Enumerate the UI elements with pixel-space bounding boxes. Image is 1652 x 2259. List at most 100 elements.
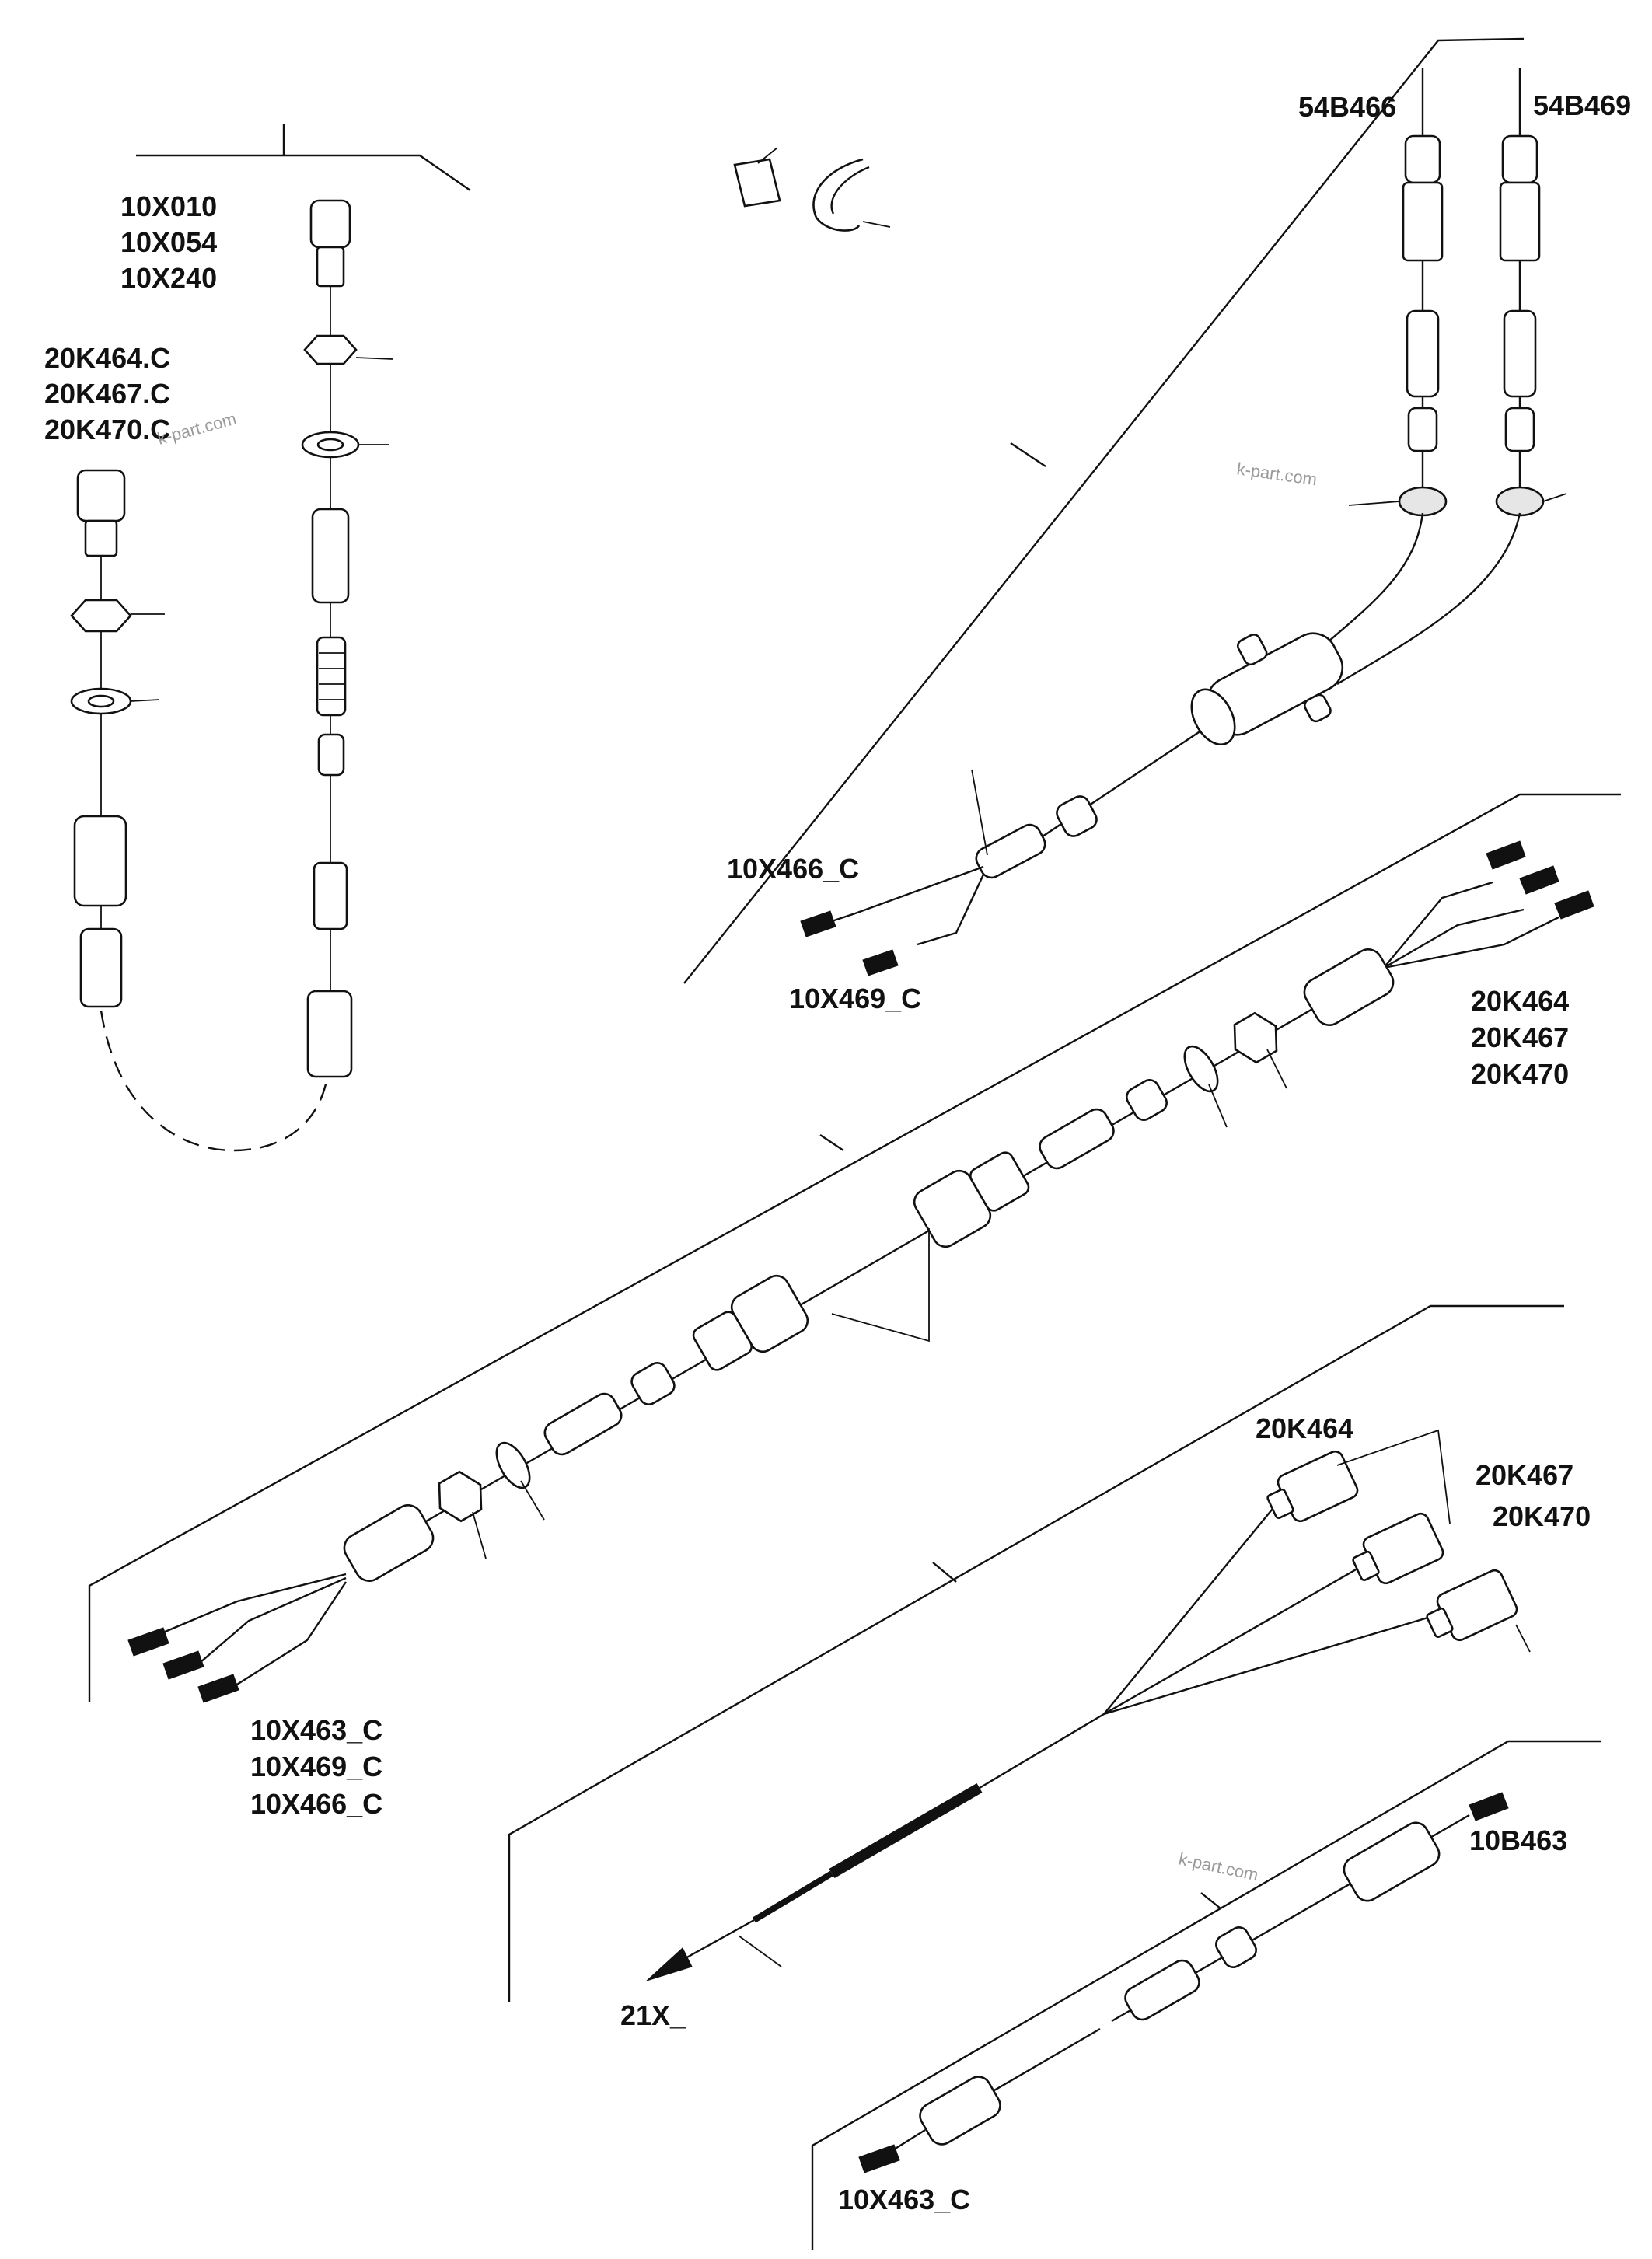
contact-sleeve bbox=[313, 861, 348, 930]
wire-to-10x469c bbox=[917, 874, 985, 946]
part-labels: 10X010 10X054 10X240 20K464.C 20K467.C 2… bbox=[44, 89, 1631, 2215]
lock-washer-lower-leader bbox=[520, 1480, 545, 1521]
sensor-54b469-head bbox=[1501, 134, 1538, 184]
tie-strap-leader bbox=[757, 147, 778, 164]
label-54b466: 54B466 bbox=[1298, 91, 1396, 123]
label-20k470-plug: 20K470 bbox=[1493, 1500, 1591, 1532]
seal-bottom bbox=[1215, 1926, 1257, 1968]
terminal-20k467 bbox=[1519, 865, 1559, 895]
spring-junction-leader bbox=[971, 769, 988, 856]
terminal-10x469c bbox=[862, 949, 899, 976]
cable-clamp-inner bbox=[830, 166, 870, 215]
harness-sleeve-b bbox=[752, 1870, 834, 1923]
connector-20k-main bbox=[1303, 948, 1395, 1026]
seal-main bbox=[1126, 1079, 1168, 1121]
terminal-10x463c-bottom bbox=[858, 2144, 900, 2173]
group-brackets bbox=[88, 37, 1621, 2250]
connector-10x-main bbox=[343, 1504, 435, 1582]
label-20k467-plug: 20K467 bbox=[1476, 1459, 1573, 1491]
cable-clamp-leader bbox=[862, 221, 891, 228]
seal-54b469 bbox=[1504, 407, 1535, 452]
label-20k467c: 20K467.C bbox=[44, 378, 170, 410]
label-10x469c: 10X469_C bbox=[789, 983, 921, 1014]
spring-54b466 bbox=[1406, 309, 1440, 398]
washer-54b466-leader bbox=[1348, 501, 1400, 506]
label-20k470-mid: 20K470 bbox=[1471, 1058, 1569, 1090]
socket-sleeve bbox=[311, 508, 350, 604]
hex-nut-lower bbox=[438, 1470, 483, 1523]
label-21x: 21X_ bbox=[620, 1999, 686, 2031]
spring-seal bbox=[316, 636, 347, 717]
terminal-10x466c-main bbox=[197, 1674, 239, 1703]
label-10b463: 10B463 bbox=[1469, 1824, 1567, 1856]
hex-nut bbox=[303, 334, 358, 365]
washer-54b469-leader bbox=[1542, 493, 1567, 502]
lock-washer-lower bbox=[495, 1441, 531, 1489]
harness-trunk-upper bbox=[979, 1713, 1105, 1789]
branch-20k467 bbox=[1383, 908, 1525, 969]
clip-and-tie bbox=[733, 147, 891, 232]
terminal-20k470 bbox=[1554, 890, 1594, 920]
washer-54b469 bbox=[1495, 486, 1545, 517]
hex-nut-leader bbox=[355, 357, 393, 360]
bracket-main-strip bbox=[88, 793, 1621, 1702]
label-10x466c: 10X466_C bbox=[727, 853, 859, 885]
lead-54b469 bbox=[1336, 512, 1521, 686]
label-54b469: 54B469 bbox=[1533, 89, 1631, 121]
harness-trunk-lower bbox=[683, 1919, 755, 1960]
branch-10x469c bbox=[194, 1576, 347, 1668]
plug-20k467 bbox=[1352, 1512, 1444, 1585]
harness-branch-20k464 bbox=[1103, 1496, 1284, 1715]
branch-10x466c bbox=[232, 1581, 347, 1688]
bracket-upper-right-tick bbox=[1010, 442, 1046, 467]
lock-washer-hole bbox=[316, 438, 344, 452]
y-junction bbox=[1190, 632, 1344, 745]
terminal-10x466c bbox=[800, 910, 836, 937]
branch-20k470 bbox=[1383, 916, 1559, 969]
bracket-bottom bbox=[811, 1740, 1601, 2250]
connector-housing bbox=[309, 199, 351, 249]
label-20k464c: 20K464.C bbox=[44, 342, 170, 374]
bottom-sensor-line bbox=[858, 1792, 1509, 2173]
label-10x054: 10X054 bbox=[120, 226, 217, 258]
bracket-top-left bbox=[136, 154, 471, 191]
column-20kc-parts bbox=[70, 469, 328, 1152]
tie-strap-icon bbox=[733, 158, 781, 208]
branch-20k464 bbox=[1383, 881, 1493, 969]
hex-nut-main-leader bbox=[1266, 1049, 1287, 1089]
lock-washer-20kc-leader bbox=[130, 699, 160, 702]
connector-body bbox=[316, 246, 345, 288]
spring-lower bbox=[543, 1392, 623, 1456]
lock-washer-20kc-hole bbox=[87, 694, 115, 708]
spring-54b469 bbox=[1503, 309, 1537, 398]
washer-54b466 bbox=[1398, 486, 1448, 517]
sensor-54b466-head bbox=[1404, 134, 1441, 184]
plug-20kc bbox=[73, 815, 127, 907]
watermark-3: k-part.com bbox=[1177, 1849, 1260, 1884]
coupling-leader bbox=[831, 1228, 930, 1342]
plugs-leader bbox=[1336, 1429, 1451, 1524]
main-harness-strip bbox=[127, 840, 1594, 1703]
terminal-20k464 bbox=[1486, 840, 1526, 870]
lock-washer-main-leader bbox=[1208, 1084, 1228, 1128]
sensor-54b466-body bbox=[1402, 181, 1444, 262]
terminal-10x469c-main bbox=[162, 1650, 204, 1680]
terminal-10b463 bbox=[1469, 1792, 1509, 1821]
label-20k464-plug: 20K464 bbox=[1256, 1412, 1353, 1444]
harness-branch-20k467 bbox=[1103, 1561, 1369, 1716]
seal-lower bbox=[630, 1362, 676, 1405]
bottom-line-terminal bbox=[893, 2128, 926, 2151]
label-10x469c-group: 10X469_C bbox=[250, 1751, 382, 1782]
connector-housing-20kc bbox=[76, 469, 126, 522]
label-10x240: 10X240 bbox=[120, 262, 217, 294]
seal-54b466 bbox=[1407, 407, 1438, 452]
bracket-lower-harness bbox=[508, 1304, 1564, 2002]
plug-connector bbox=[306, 990, 353, 1078]
sensor-54b-assembly bbox=[800, 68, 1567, 976]
label-20k464-mid: 20K464 bbox=[1471, 985, 1569, 1017]
cable-clamp-icon bbox=[812, 158, 864, 232]
bracket-lower-harness-tick bbox=[932, 1562, 957, 1583]
plug-20k464 bbox=[1266, 1450, 1359, 1523]
